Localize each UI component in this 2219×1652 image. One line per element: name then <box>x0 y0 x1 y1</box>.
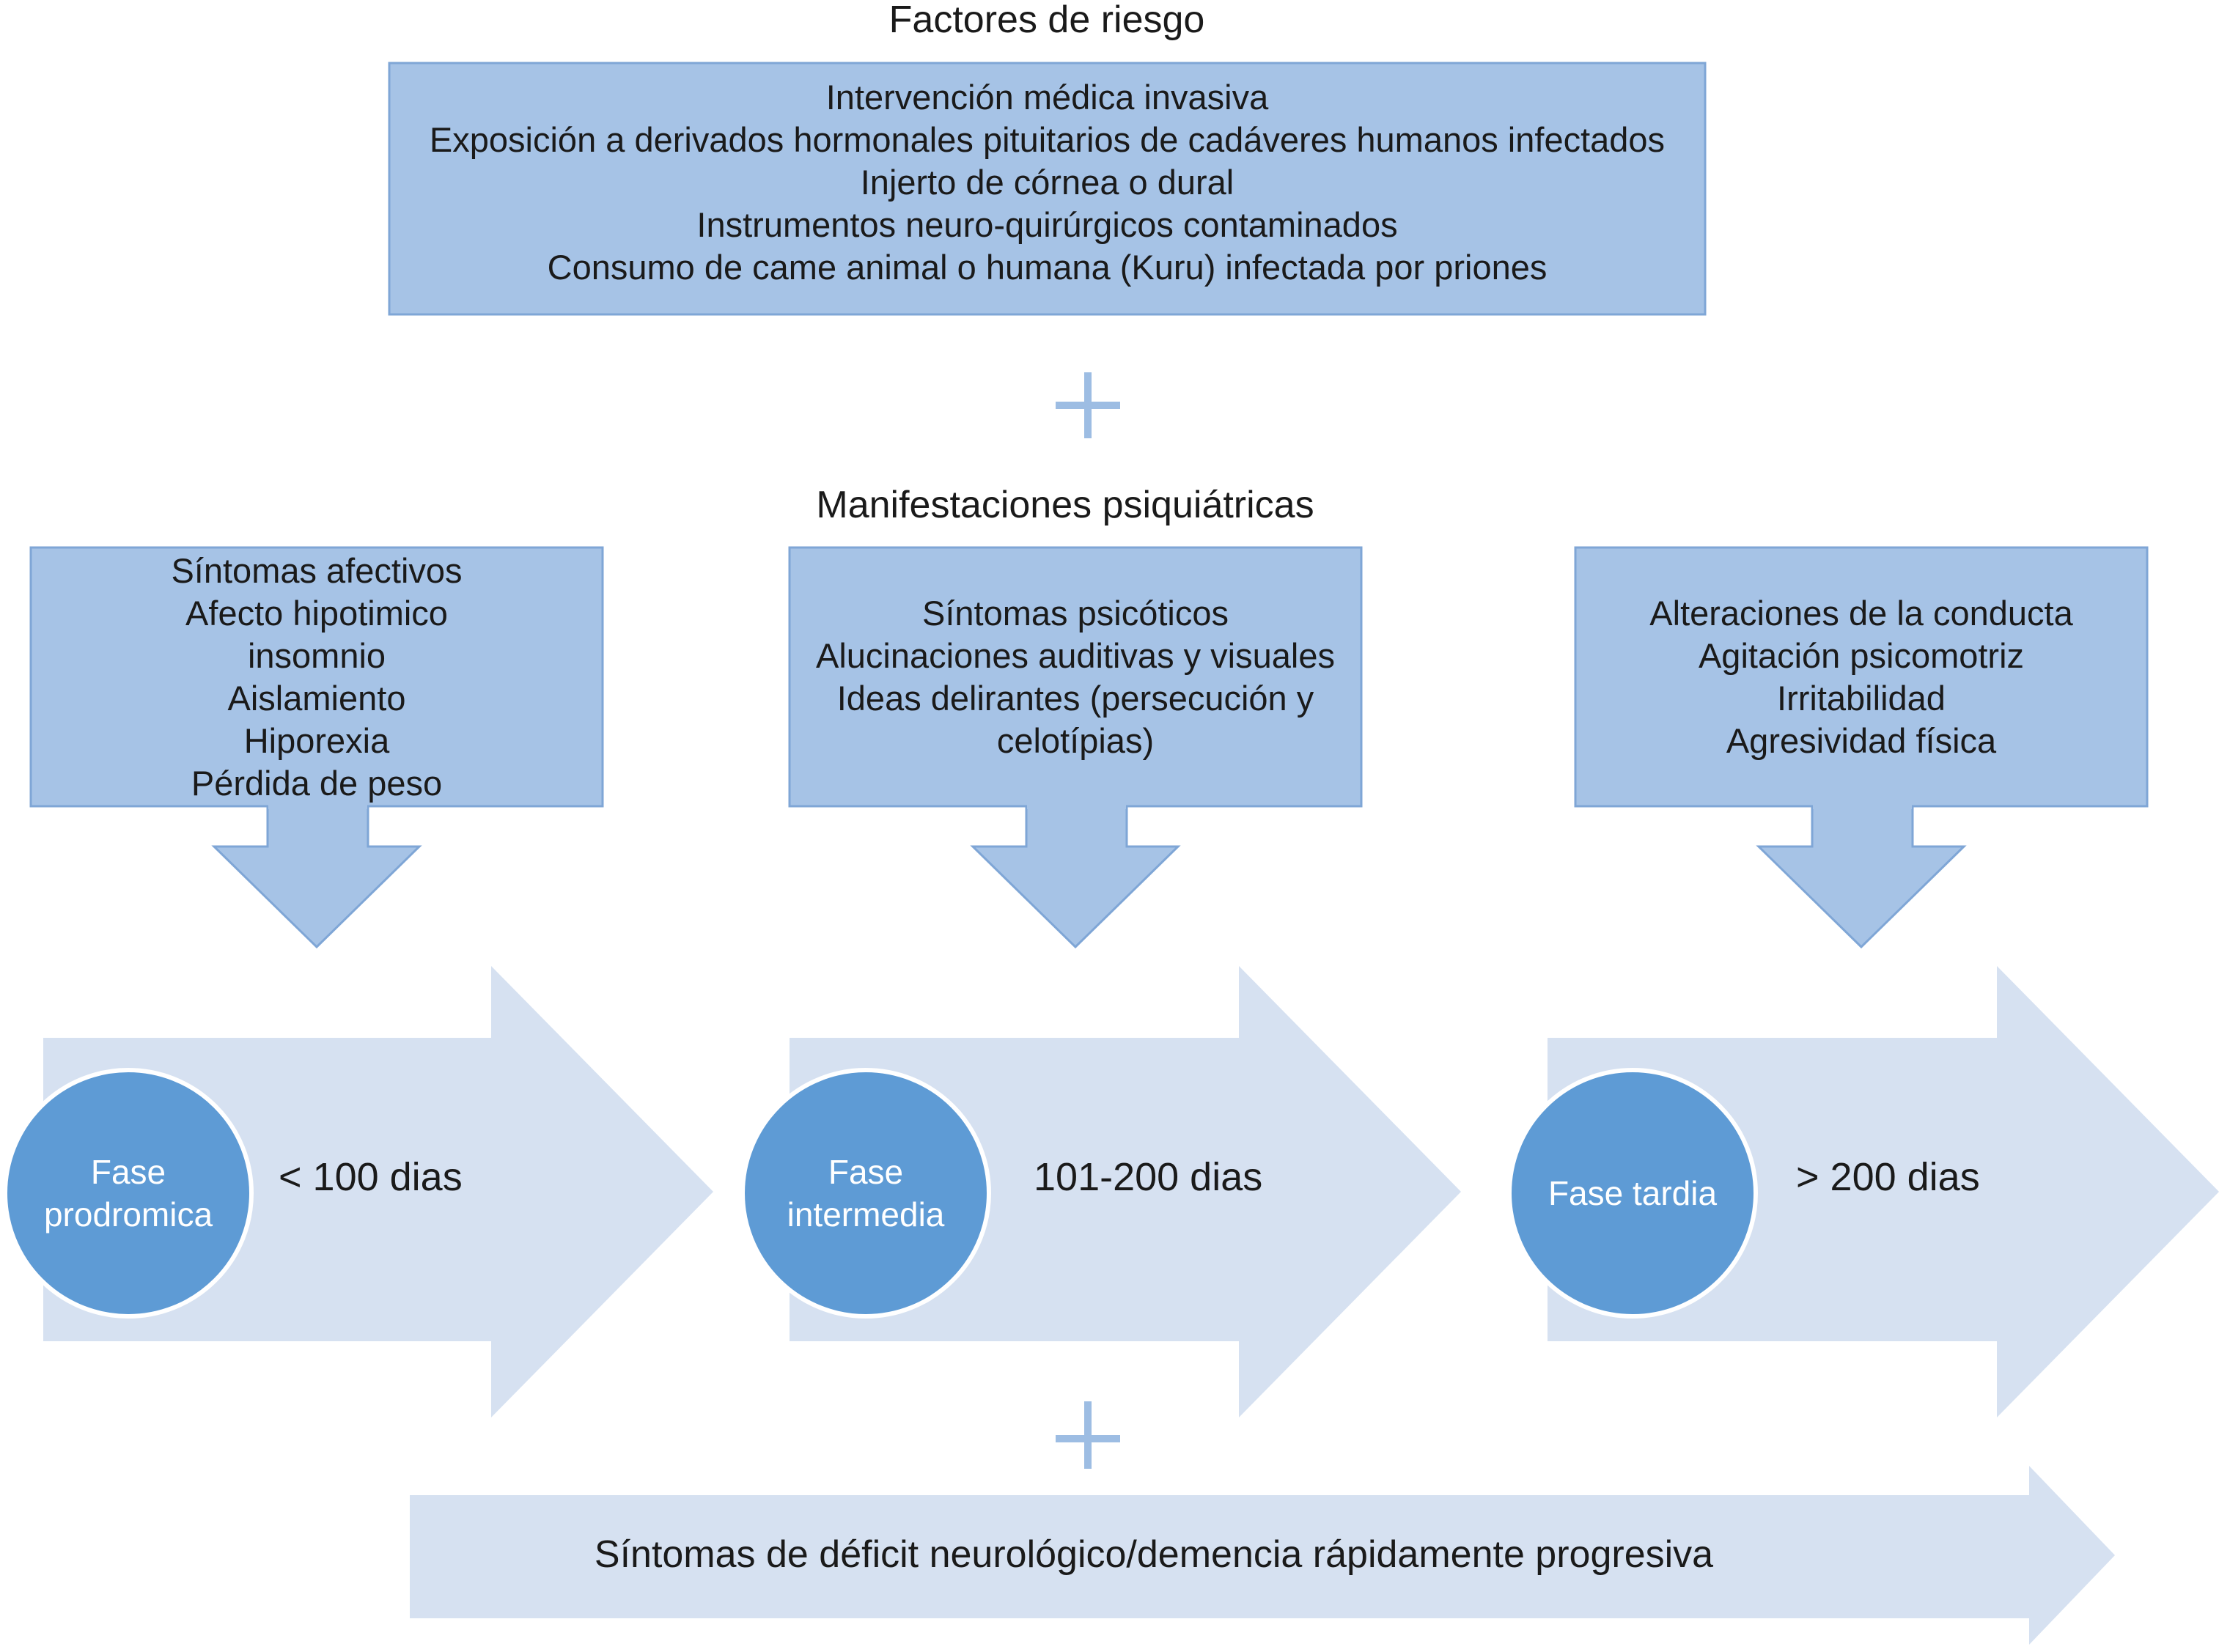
manifestation-line: Ideas delirantes (persecución y <box>836 678 1314 718</box>
down-arrow-behavior <box>1756 805 1967 949</box>
manifestation-box-affective <box>29 546 604 808</box>
manifestation-text-psychotic: Síntomas psicóticos Alucinaciones auditi… <box>790 547 1361 806</box>
risk-item: Intervención médica invasiva <box>825 78 1269 117</box>
manifestations-title: Manifestaciones psiquiátricas <box>816 484 1314 526</box>
manifestation-box-behavior <box>1574 546 2149 808</box>
phase-name-intermediate: Fase intermedia <box>745 1070 987 1316</box>
phase-name-prodromal: Fase prodromica <box>7 1070 249 1316</box>
risk-factors-list: Intervención médica invasiva Exposición … <box>389 76 1705 289</box>
phase-duration-intermediate: 101-200 dias <box>1034 1155 1263 1199</box>
phase-name-line: Fase tardia <box>1548 1174 1718 1212</box>
manifestation-line: Irritabilidad <box>1777 678 1946 718</box>
manifestation-line: Agresividad física <box>1726 720 1997 760</box>
manifestation-box-psychotic <box>788 546 1363 808</box>
phase-duration-prodromal: < 100 dias <box>279 1155 463 1199</box>
manifestation-line: celotípias) <box>996 720 1155 760</box>
phase-circle-intermediate <box>740 1068 991 1319</box>
down-arrow-affective <box>211 805 422 949</box>
manifestation-line: Alteraciones de la conducta <box>1649 593 2073 633</box>
phase-name-late: Fase tardia <box>1512 1070 1754 1316</box>
plus-icon-top <box>1056 372 1120 438</box>
manifestation-line: insomnio <box>247 635 386 675</box>
phase-name-line: intermedia <box>787 1195 945 1234</box>
manifestation-line: Síntomas psicóticos <box>922 593 1229 633</box>
neuro-deficit-label: Síntomas de déficit neurológico/demencia… <box>594 1533 1714 1576</box>
risk-item: Consumo de came animal o humana (Kuru) i… <box>547 248 1548 287</box>
manifestation-line: Hiporexia <box>243 720 390 760</box>
manifestation-line: Alucinaciones auditivas y visuales <box>816 635 1335 675</box>
phase-circle-prodromal <box>3 1068 254 1319</box>
risk-factors-box <box>388 62 1707 316</box>
phase-name-line: Fase <box>828 1153 904 1191</box>
phase-duration-late: > 200 dias <box>1796 1155 1980 1199</box>
manifestation-box-psychotic-cover <box>1027 803 1126 809</box>
down-arrow-psychotic <box>970 805 1181 949</box>
manifestation-box-behavior-cover <box>1813 803 1912 809</box>
phase-arrow-late <box>1548 966 2219 1417</box>
manifestation-line: Agitación psicomotriz <box>1698 635 2025 675</box>
phase-arrow-prodromal <box>43 966 713 1417</box>
neuro-deficit-arrow <box>410 1466 2115 1645</box>
risk-item: Exposición a derivados hormonales pituit… <box>429 120 1666 159</box>
risk-factors-title: Factores de riesgo <box>888 0 1205 41</box>
phase-name-line: Fase <box>90 1153 166 1191</box>
manifestation-line: Síntomas afectivos <box>171 550 463 590</box>
phase-arrow-intermediate <box>790 966 1461 1417</box>
phase-name-line: prodromica <box>43 1195 213 1234</box>
manifestation-line: Pérdida de peso <box>191 763 443 803</box>
risk-item: Instrumentos neuro-quirúrgicos contamina… <box>696 205 1398 244</box>
manifestation-line: Afecto hipotimico <box>185 593 448 633</box>
phase-circle-late <box>1507 1068 1758 1319</box>
manifestation-line: Aislamiento <box>227 678 406 718</box>
plus-icon-bottom <box>1056 1401 1120 1469</box>
manifestation-box-affective-cover <box>268 803 367 809</box>
manifestation-text-affective: Síntomas afectivos Afecto hipotimico ins… <box>31 547 603 806</box>
risk-item: Injerto de córnea o dural <box>860 163 1234 202</box>
manifestation-text-behavior: Alteraciones de la conducta Agitación ps… <box>1575 547 2147 806</box>
